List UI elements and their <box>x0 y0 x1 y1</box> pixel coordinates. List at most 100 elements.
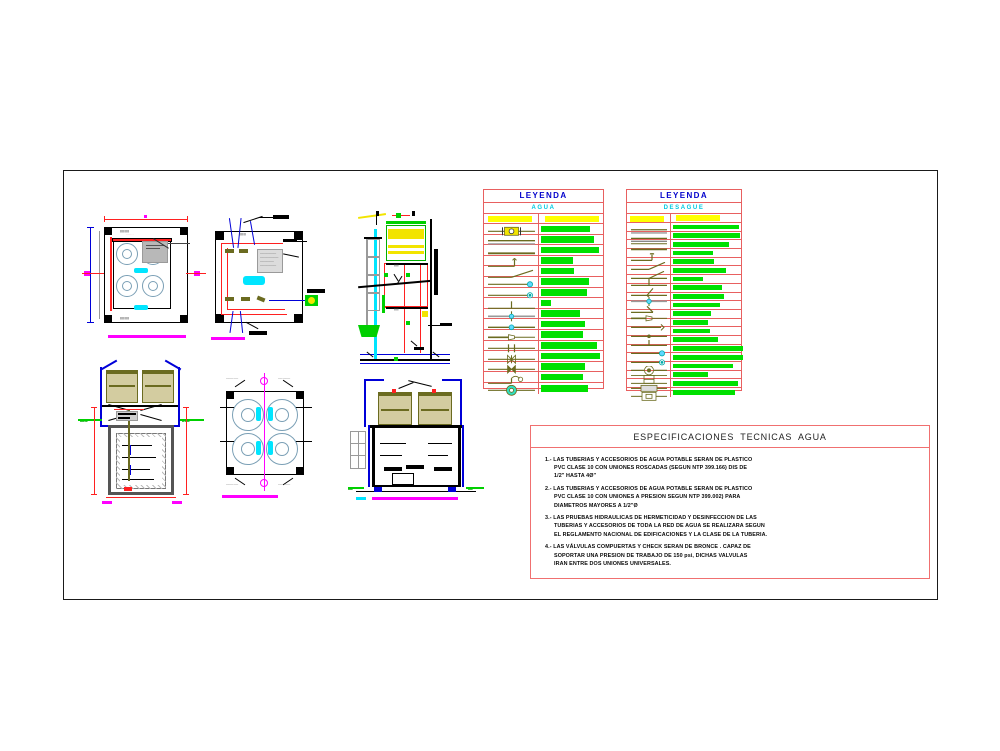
legend-agua-symbol-col-header <box>484 214 539 223</box>
tee-sanitaria-icon <box>627 275 671 287</box>
specification-number: 4.- <box>545 544 554 551</box>
drawing-planta-cuatro-tanques: ——— —— —— ——— ——— —— —— ——— <box>204 371 334 503</box>
legend-description-text <box>541 299 551 307</box>
legend-description-text <box>541 352 600 360</box>
yee-doble-icon <box>627 283 671 302</box>
legend-description <box>671 284 741 292</box>
legend-description-text <box>673 241 729 247</box>
medidor-icon <box>484 224 539 237</box>
legend-description <box>539 383 603 394</box>
legend-description <box>671 223 741 231</box>
legend-row <box>627 240 741 250</box>
legend-row <box>627 379 741 392</box>
reduccion-icon <box>484 329 539 341</box>
legend-description <box>671 345 743 353</box>
legend-description-text <box>673 320 708 325</box>
legend-description <box>539 235 603 245</box>
legend-row <box>484 329 603 341</box>
specification-item: 1.- LAS TUBERIAS Y ACCESORIOS DE AGUA PO… <box>545 456 919 481</box>
legend-desague: LEYENDA DESAGUE <box>626 189 743 402</box>
drawing-seccion-vertical-tanque: ||||||||| ||||||||| <box>352 207 462 377</box>
buzon-icon <box>627 388 671 402</box>
legend-row <box>627 327 741 338</box>
legend-description <box>539 362 603 372</box>
legend-description <box>671 353 743 361</box>
tapon-icon <box>627 318 671 331</box>
specification-line-2: PVC CLASE 10 CON UNIONES A PRESION SEGUN… <box>554 494 741 501</box>
legend-description-text <box>673 354 743 360</box>
legend-description-text <box>673 328 710 334</box>
drawing-corte-tanques-elevados: ▬▬ ▬▬ <box>348 373 493 503</box>
legend-description <box>539 298 603 308</box>
specification-line-1: LAS PRUEBAS HIDRAULICAS DE HERMETICIDAD … <box>553 515 757 522</box>
legend-row <box>627 388 741 402</box>
valvula-flotador-icon <box>484 372 539 384</box>
legend-desague-header-row <box>627 214 741 223</box>
tee-icon <box>484 298 539 309</box>
legend-description <box>671 301 741 309</box>
tuberia-desague-icon <box>627 223 671 234</box>
specification-item: 2.- LAS TUBERIAS Y ACCESORIOS DE AGUA PO… <box>545 485 919 510</box>
legend-row <box>484 340 603 353</box>
legend-row <box>484 382 603 397</box>
legend-description <box>671 371 741 379</box>
legend-description <box>671 379 741 387</box>
specification-line-1: LAS TUBERIAS Y ACCESORIOS DE AGUA POTABL… <box>553 486 753 493</box>
legend-description <box>671 310 741 318</box>
legend-row <box>484 234 603 246</box>
legend-description <box>671 275 741 283</box>
legend-row <box>627 370 741 384</box>
legend-description <box>671 336 741 344</box>
legend-description <box>671 240 741 248</box>
legend-row <box>627 223 741 234</box>
tuberia-pvc-icon <box>484 234 539 245</box>
specification-line-3: 1/2" HASTA 4Ø" <box>554 473 597 480</box>
legend-description <box>539 224 603 234</box>
legend-description <box>539 288 603 298</box>
legend-agua-header-row <box>484 214 603 224</box>
legend-description-text <box>673 285 722 290</box>
legend-description-text <box>673 224 739 230</box>
legend-desague-symbol-col-header <box>627 214 671 222</box>
legend-row <box>484 308 603 322</box>
legend-row <box>484 372 603 384</box>
legend-desague-title: LEYENDA <box>627 190 741 203</box>
legend-description <box>671 327 741 335</box>
drawing-plan-cisterna-tanque: ||||||||||||||||| ||||||||||||||||| . . … <box>82 213 206 343</box>
legend-description <box>539 351 603 361</box>
legend-description-text <box>541 384 588 392</box>
specifications-title: ESPECIFICACIONES TECNICAS AGUA <box>531 426 929 448</box>
legend-row <box>627 353 743 365</box>
legend-row <box>484 351 603 364</box>
legend-description <box>671 319 741 327</box>
specification-line-3: DIAMETROS MAYORES A 1/2"Ø <box>554 502 638 509</box>
legend-description <box>539 319 603 329</box>
specification-line-2: SOPORTAR UNA PRESION DE TRABAJO DE 150 p… <box>554 552 748 559</box>
legend-row <box>627 249 741 262</box>
legend-description-text <box>541 363 585 370</box>
legend-description <box>671 266 741 274</box>
specification-line-3: EL REGLAMENTO NACIONAL DE EDIFICACIONES … <box>554 531 768 538</box>
legend-description-text <box>541 331 583 339</box>
legend-row <box>627 231 741 245</box>
legend-description-text <box>541 246 599 254</box>
legend-row <box>627 283 741 302</box>
legend-description-text <box>541 310 580 317</box>
cruz-sanitaria-icon <box>627 292 671 307</box>
tuberia-agua-icon <box>484 245 539 255</box>
specification-line-3: IRAN ENTRE DOS UNIONES UNIVERSALES. <box>554 560 672 567</box>
legend-description-text <box>541 257 573 264</box>
legend-description <box>539 266 603 276</box>
legend-description-text <box>541 320 585 328</box>
montante-baja-icon <box>627 353 671 365</box>
legend-description-text <box>673 363 733 369</box>
legend-row <box>627 301 741 313</box>
legend-desague-desc-col-header <box>671 214 741 222</box>
legend-description-text <box>541 236 594 243</box>
valvula-globo-icon <box>484 361 539 375</box>
legend-description-text <box>541 289 587 296</box>
legend-description-text <box>673 276 703 282</box>
legend-row <box>627 257 741 271</box>
legend-description-text <box>673 267 726 273</box>
legend-description-text <box>673 390 735 395</box>
